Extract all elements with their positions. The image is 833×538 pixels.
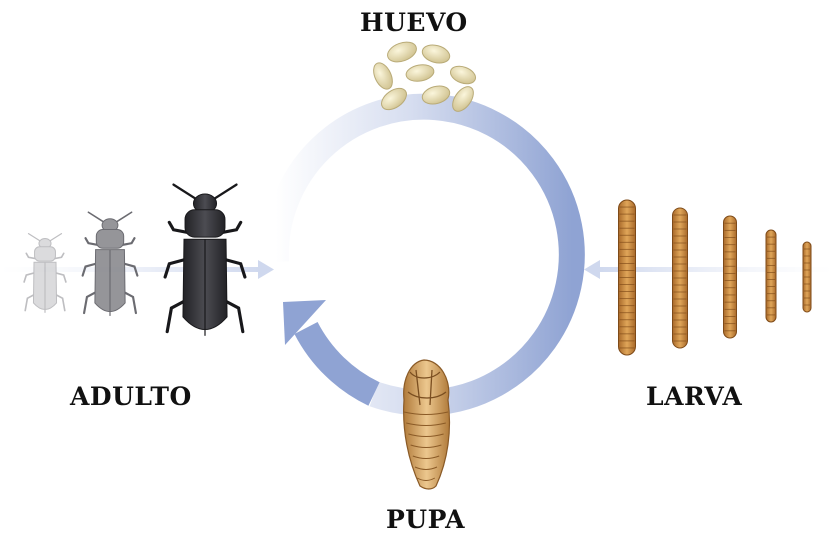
larva [724,216,737,338]
larva-group [619,200,812,355]
larva [766,230,776,322]
stage-label-pupa: PUPA [386,505,465,534]
pupa-illustration [404,360,450,489]
stage-label-egg: HUEVO [360,8,468,37]
beetle [165,185,245,336]
stage-label-larva: LARVA [646,382,742,411]
larva [673,208,688,348]
beetle [24,234,66,313]
adult-group [24,185,245,336]
larva [803,242,811,312]
larva [619,200,636,355]
stage-label-adult: ADULTO [70,382,192,411]
cycle-arrow-ring [276,107,572,403]
beetle [83,212,138,316]
